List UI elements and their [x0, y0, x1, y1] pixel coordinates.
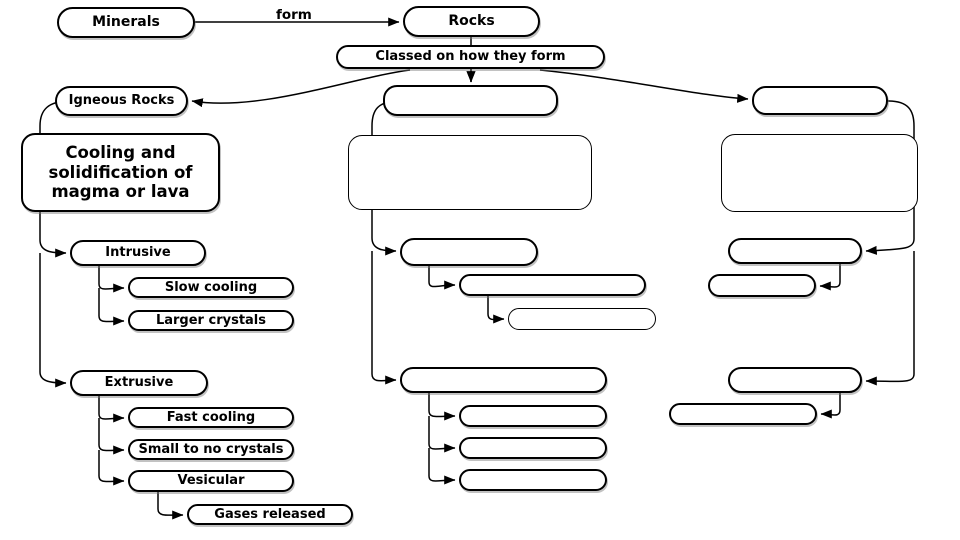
- edge-vesicular-to-gases-released: [157, 492, 184, 520]
- edge-mid-b1-to-b2: [428, 392, 456, 421]
- node-slow-cooling-label: Slow cooling: [164, 279, 258, 295]
- edge-right-branch-to-b1: [865, 251, 915, 386]
- node-right-description-blank[interactable]: [721, 134, 918, 212]
- node-igneous-description-label: Cooling and solidification of magma or l…: [48, 143, 193, 202]
- node-fast-cooling[interactable]: Fast cooling: [128, 407, 294, 428]
- node-middle-a3-blank[interactable]: [508, 308, 656, 330]
- node-classed-on-how-they-form[interactable]: Classed on how they form: [336, 45, 605, 69]
- node-igneous-rocks[interactable]: Igneous Rocks: [55, 86, 188, 116]
- edge-right-a1-to-a2: [819, 263, 841, 291]
- node-middle-a1-blank[interactable]: [400, 238, 538, 266]
- node-minerals[interactable]: Minerals: [57, 7, 195, 38]
- node-right-b1-blank[interactable]: [728, 367, 862, 393]
- node-middle-b1-blank[interactable]: [400, 367, 607, 393]
- node-gases-released[interactable]: Gases released: [187, 504, 353, 525]
- node-extrusive[interactable]: Extrusive: [70, 370, 208, 396]
- node-igneous-label: Igneous Rocks: [68, 93, 175, 109]
- node-small-to-no-crystals-label: Small to no crystals: [138, 441, 284, 457]
- edge-mid-branch-to-b1: [371, 251, 397, 385]
- node-rocks-label: Rocks: [448, 13, 495, 30]
- node-classed-label: Classed on how they form: [375, 49, 566, 65]
- node-intrusive[interactable]: Intrusive: [70, 240, 206, 266]
- node-right-a2-blank[interactable]: [708, 274, 816, 297]
- node-fast-cooling-label: Fast cooling: [166, 409, 256, 425]
- node-middle-b4-blank[interactable]: [459, 469, 607, 491]
- edge-mid-b1-to-b3: [428, 416, 456, 453]
- edge-extrusive-to-fast-cooling: [98, 395, 125, 423]
- node-intrusive-label: Intrusive: [105, 245, 171, 261]
- node-branch-right-blank[interactable]: [752, 86, 888, 115]
- edge-mid-b1-to-b4: [428, 448, 456, 485]
- node-vesicular-label: Vesicular: [177, 473, 245, 489]
- node-middle-description-blank[interactable]: [348, 135, 592, 210]
- node-rocks[interactable]: Rocks: [403, 6, 540, 37]
- edge-igneous-to-extrusive: [39, 253, 67, 388]
- node-right-b2-blank[interactable]: [669, 403, 817, 425]
- edge-extrusive-to-vesicular: [98, 450, 125, 486]
- node-extrusive-label: Extrusive: [104, 375, 174, 391]
- node-igneous-description[interactable]: Cooling and solidification of magma or l…: [21, 133, 220, 212]
- node-small-to-no-crystals[interactable]: Small to no crystals: [128, 439, 294, 460]
- edge-label-form: form: [276, 7, 312, 23]
- node-larger-crystals[interactable]: Larger crystals: [128, 310, 294, 331]
- node-right-a1-blank[interactable]: [728, 238, 862, 264]
- edge-mid-a2-to-a3: [487, 296, 505, 324]
- edge-intrusive-to-larger-crystals: [98, 288, 125, 326]
- node-larger-crystals-label: Larger crystals: [155, 312, 267, 328]
- node-middle-a2-blank[interactable]: [459, 274, 646, 296]
- edge-right-b1-to-b2: [820, 392, 841, 419]
- node-minerals-label: Minerals: [92, 14, 160, 31]
- edge-extrusive-to-small-no-crystals: [98, 418, 125, 455]
- node-gases-released-label: Gases released: [214, 506, 326, 522]
- node-vesicular[interactable]: Vesicular: [128, 470, 294, 492]
- edge-mid-a1-to-a2: [428, 265, 456, 290]
- node-middle-b3-blank[interactable]: [459, 437, 607, 459]
- edge-classed-to-right: [539, 69, 749, 103]
- node-slow-cooling[interactable]: Slow cooling: [128, 277, 294, 298]
- edge-intrusive-to-slow-cooling: [98, 265, 125, 293]
- edge-classed-to-igneous: [191, 69, 411, 108]
- node-middle-b2-blank[interactable]: [459, 405, 607, 427]
- node-branch-middle-blank[interactable]: [383, 85, 558, 116]
